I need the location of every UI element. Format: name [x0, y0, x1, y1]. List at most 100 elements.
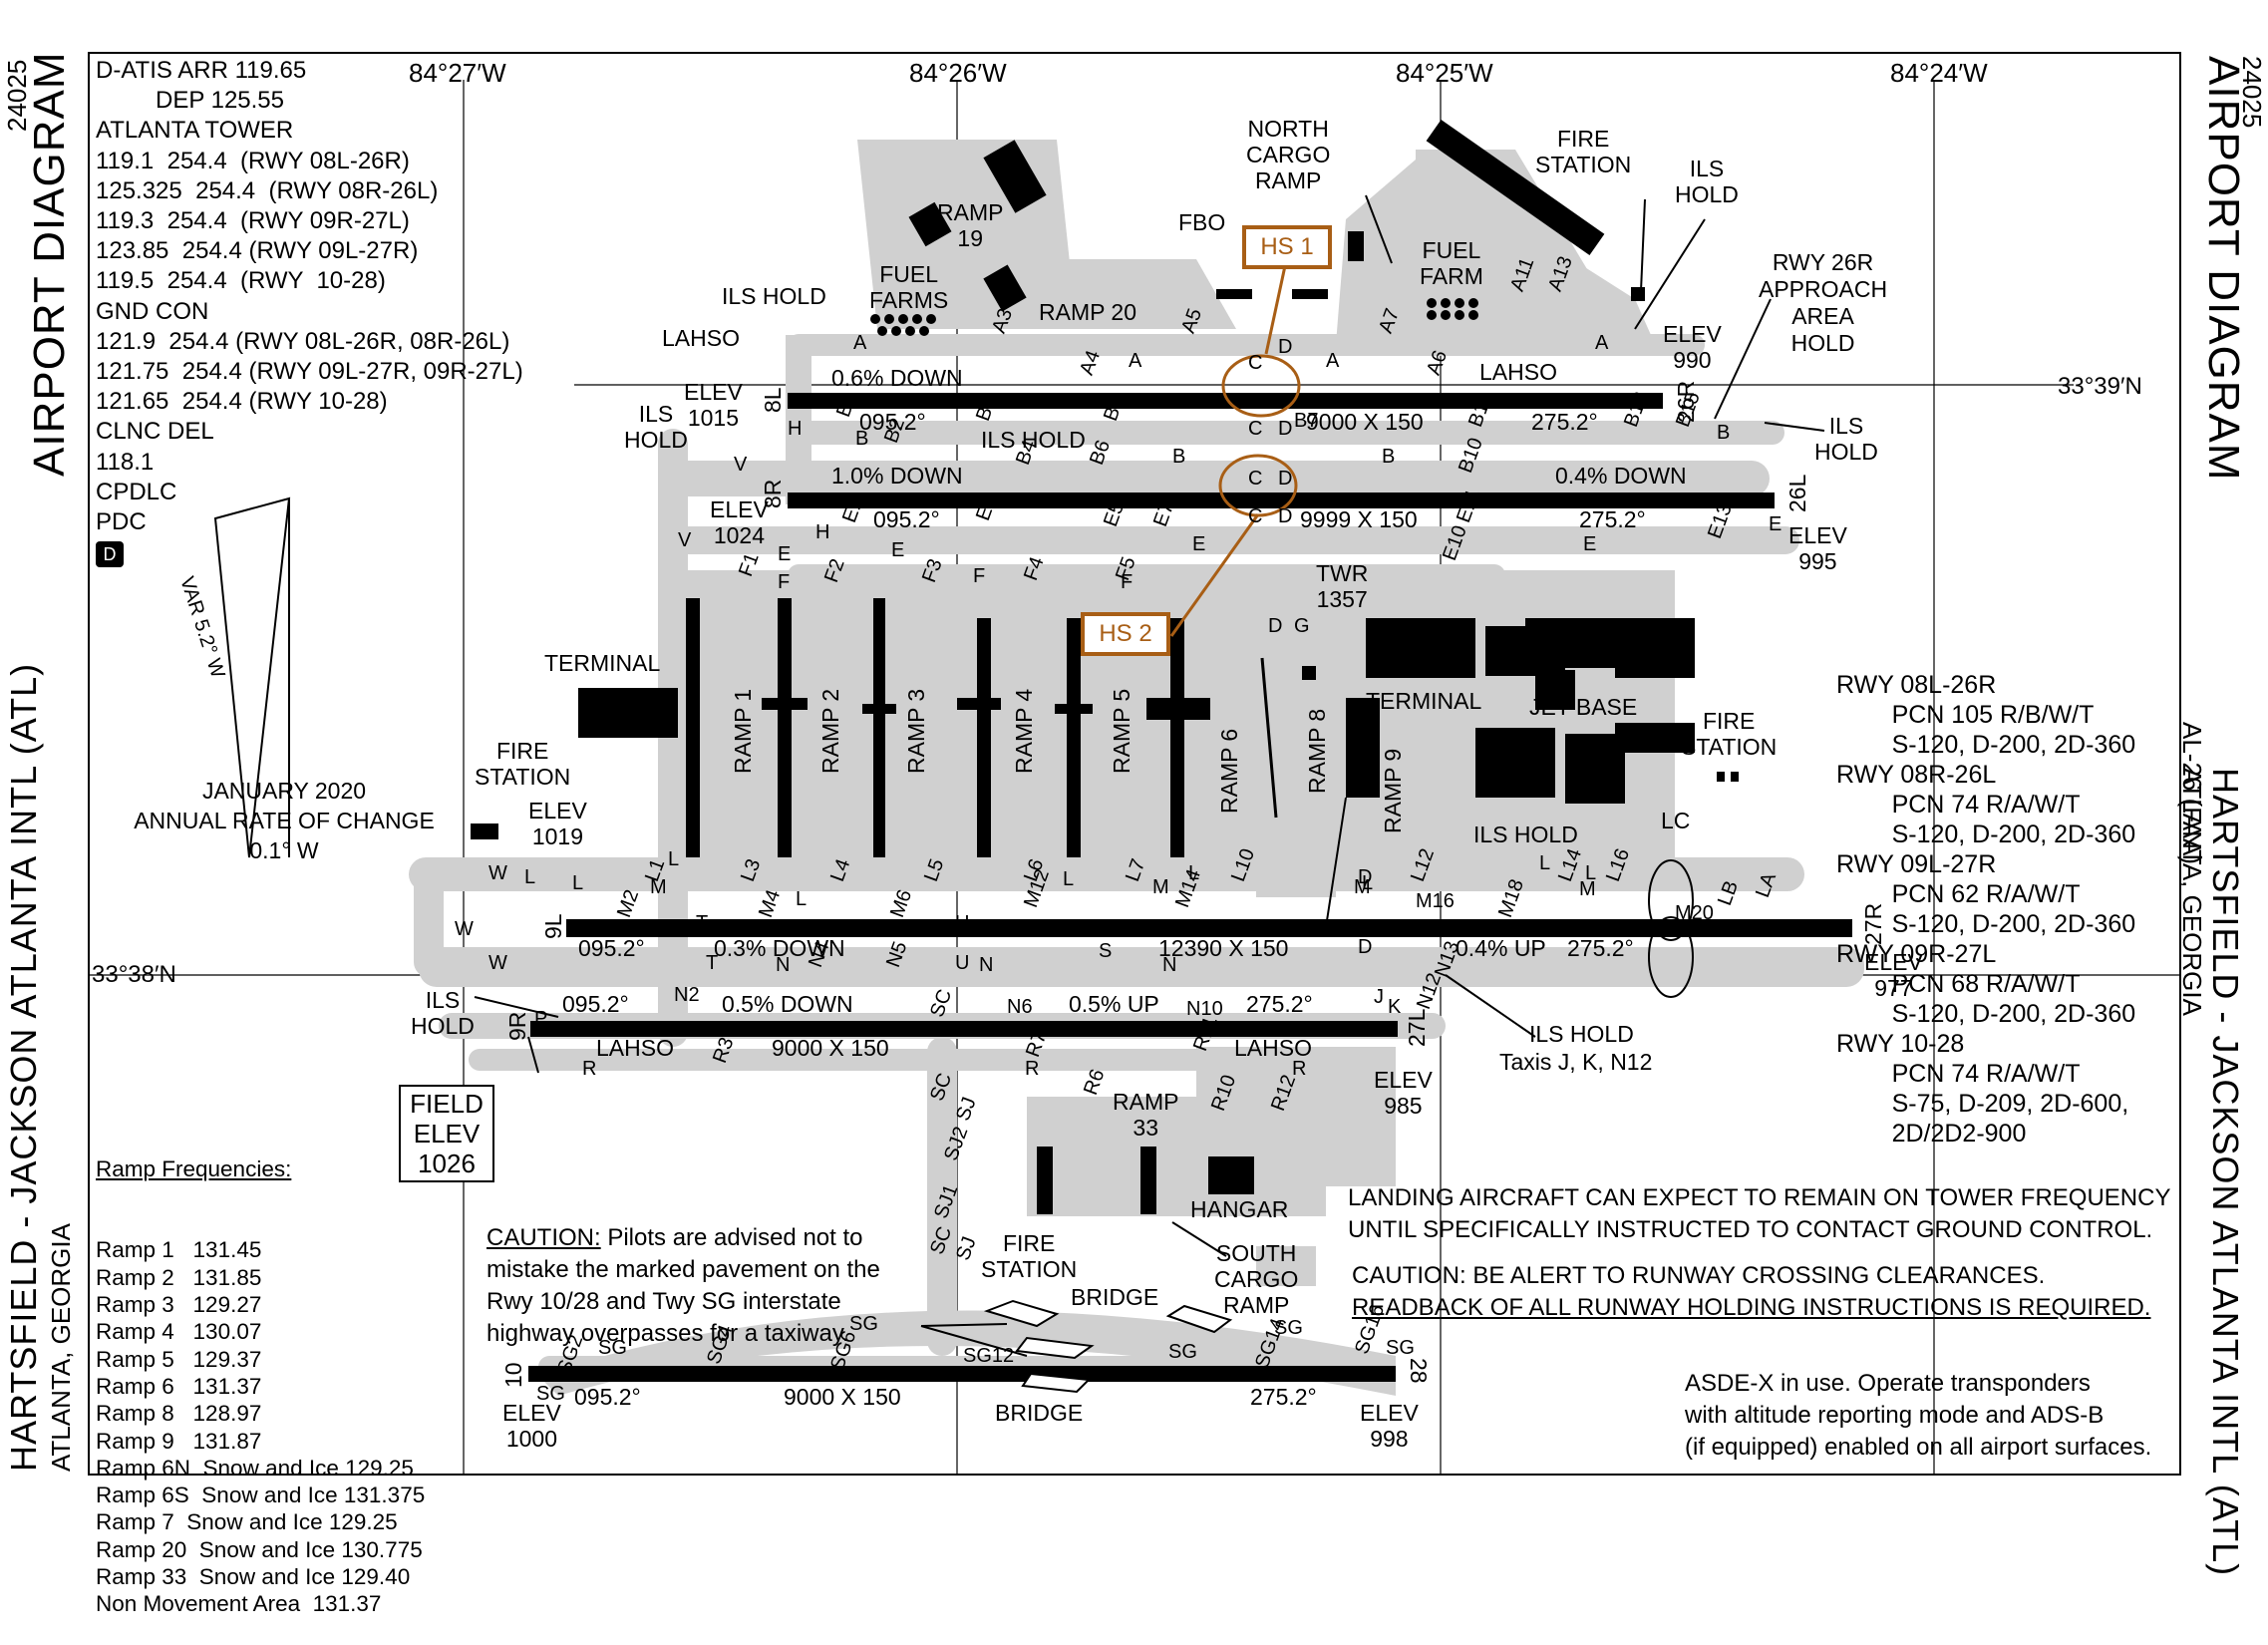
rwy4-slope-r: 0.5% UP	[1069, 991, 1159, 1017]
ramp-frequency-line: Ramp 33 Snow and Ice 129.40	[96, 1564, 411, 1590]
rwy4-brg-l: 095.2°	[562, 991, 629, 1017]
runway-info-line: RWY 08L-26R	[1836, 671, 1997, 699]
taxiway-label-s: S	[1099, 940, 1113, 962]
taxiway-label-t: T	[696, 912, 709, 934]
runway-09l-27r	[566, 919, 1852, 937]
taxiway-label-l: L	[668, 848, 680, 870]
rwy4-end-r: 27L	[1404, 1008, 1430, 1047]
taxiway-label-m: M	[1152, 876, 1169, 898]
rwy2-brg-r: 275.2°	[1579, 506, 1646, 532]
rwy3-slope-l: 0.3% DOWN	[714, 935, 845, 961]
fire-station-e: FIRE STATION	[1681, 708, 1778, 760]
ils-hold-label-1: ILS HOLD	[722, 283, 826, 309]
runways	[528, 393, 1852, 1382]
frequency-line: ATLANTA TOWER	[96, 117, 294, 145]
taxiway-label-d: D	[1358, 936, 1373, 958]
taxiway-label-n: N	[1162, 954, 1177, 976]
taxiway-label-f: F	[973, 565, 986, 587]
frequency-line: PDC	[96, 508, 147, 536]
taxis-label: Taxis J, K, N12	[1499, 1049, 1653, 1075]
taxiway-label-a: A	[1129, 350, 1142, 372]
ramp-frequency-line: Ramp 4 130.07	[96, 1319, 262, 1345]
ils-hold-label-8: ILS HOLD	[1529, 1021, 1634, 1047]
lon-1: 84°27′W	[409, 58, 506, 88]
taxiway-label-n6: N6	[1007, 996, 1033, 1018]
taxiway-label-a: A	[853, 332, 867, 354]
runway-info-line: S-120, D-200, 2D-360	[1836, 821, 2136, 848]
taxiway-label-w: W	[488, 862, 507, 884]
frequency-line: 121.65 254.4 (RWY 10-28)	[96, 388, 388, 416]
hotspot-hs2[interactable]: HS 2	[1081, 612, 1170, 656]
ils-hold-label-2: ILS HOLD	[624, 401, 688, 453]
runway-09r-27l	[530, 1021, 1398, 1037]
rwy3-brg-l: 095.2°	[578, 935, 645, 961]
ramp-frequency-line: Ramp 6 131.37	[96, 1373, 262, 1399]
taxiway-label-sg12: SG12	[963, 1345, 1015, 1367]
ramp-5-label: RAMP 5	[1109, 688, 1134, 774]
lon-4: 84°24′W	[1890, 58, 1988, 88]
leaders	[474, 194, 1825, 1357]
taxiway-label-f: F	[1121, 571, 1134, 593]
frequency-line: 119.3 254.4 (RWY 09R-27L)	[96, 207, 410, 235]
buildings	[471, 119, 1739, 1214]
taxiway-label-h: H	[788, 418, 803, 440]
note-caution: CAUTION: Pilots are advised not to mista…	[486, 1222, 880, 1350]
runway-info-line: RWY 09R-27L	[1836, 940, 1997, 968]
field-elev-line2: ELEV	[413, 1119, 481, 1149]
note-crossing-1: CAUTION: BE ALERT TO RUNWAY CROSSING CLE…	[1352, 1262, 2046, 1289]
frequency-line: CLNC DEL	[96, 418, 214, 446]
elev-977: ELEV 977	[1864, 949, 1923, 1001]
ramp-frequency-line: Non Movement Area 131.37	[96, 1591, 382, 1617]
runway-info-line: RWY 10-28	[1836, 1030, 1965, 1058]
taxiway-label-l: L	[1063, 868, 1075, 890]
ramp-frequency-line: Ramp 20 Snow and Ice 130.775	[96, 1536, 423, 1562]
taxiway-label-sg: SG	[536, 1383, 565, 1405]
taxiway-label-l: L	[1585, 862, 1597, 884]
ils-hold-label-3: ILS HOLD	[1675, 156, 1739, 207]
taxiway-label-e: E	[1583, 533, 1597, 555]
taxiway-label-l: L	[1539, 852, 1551, 874]
ramp-frequency-line: Ramp 1 131.45	[96, 1237, 262, 1263]
hotspot-hs1[interactable]: HS 1	[1242, 225, 1332, 269]
taxiway-label-g: G	[1294, 615, 1310, 637]
d-badge: D	[96, 541, 124, 567]
ramp-frequency-line: Ramp 9 131.87	[96, 1428, 262, 1454]
taxiway-label-l: L	[1188, 862, 1200, 884]
rwy3-slope-r: 0.4% UP	[1456, 935, 1546, 961]
taxiway-label-sg: SG	[1168, 1341, 1197, 1363]
rwy4-brg-r: 275.2°	[1246, 991, 1313, 1017]
bridge-label-1: BRIDGE	[1071, 1284, 1159, 1310]
taxiway-label-d: D	[1278, 418, 1293, 440]
lahso-label-4: LAHSO	[1234, 1035, 1312, 1061]
ramp-1-label: RAMP 1	[730, 688, 756, 774]
taxiway-label-v: V	[734, 454, 748, 476]
var-date: JANUARY 2020	[201, 778, 367, 804]
taxiway-label-j: J	[1374, 986, 1384, 1008]
ramp-frequency-line: Ramp 8 128.97	[96, 1401, 262, 1427]
rwy5-brg-l: 095.2°	[574, 1384, 641, 1410]
lon-3: 84°25′W	[1396, 58, 1493, 88]
taxiway-label-w: W	[488, 952, 507, 974]
lc-label: LC	[1661, 808, 1691, 833]
rwy3-end-r: 27R	[1860, 902, 1886, 945]
note-landing: LANDING AIRCRAFT CAN EXPECT TO REMAIN ON…	[1348, 1184, 2171, 1243]
field-elevation-box: FIELD ELEV 1026	[399, 1085, 494, 1182]
rwy1-brg-r: 275.2°	[1531, 409, 1598, 435]
rwy1-end-l: 8L	[760, 387, 786, 413]
rwy3-brg-r: 275.2°	[1567, 935, 1634, 961]
taxiway-label-u: U	[955, 912, 970, 934]
frequency-line: 121.9 254.4 (RWY 08L-26R, 08R-26L)	[96, 327, 510, 355]
taxiway-label-m16: M16	[1416, 890, 1455, 912]
note-asde: ASDE-X in use. Operate transponders with…	[1685, 1370, 2152, 1461]
lahso-label-2: LAHSO	[1479, 359, 1557, 385]
fire-station-s: FIRE STATION	[981, 1230, 1078, 1282]
frequency-line: 119.1 254.4 (RWY 08L-26R)	[96, 147, 410, 174]
airport-drawing	[90, 80, 2179, 1474]
taxiway-label-c: C	[1248, 418, 1263, 440]
rwy2-size: 9999 X 150	[1300, 506, 1418, 532]
frequency-line: 123.85 254.4 (RWY 09L-27R)	[96, 237, 419, 265]
ramp-4-label: RAMP 4	[1011, 688, 1037, 774]
frequency-line: 118.1	[96, 448, 155, 476]
taxiway-label-d: D	[1278, 468, 1293, 490]
